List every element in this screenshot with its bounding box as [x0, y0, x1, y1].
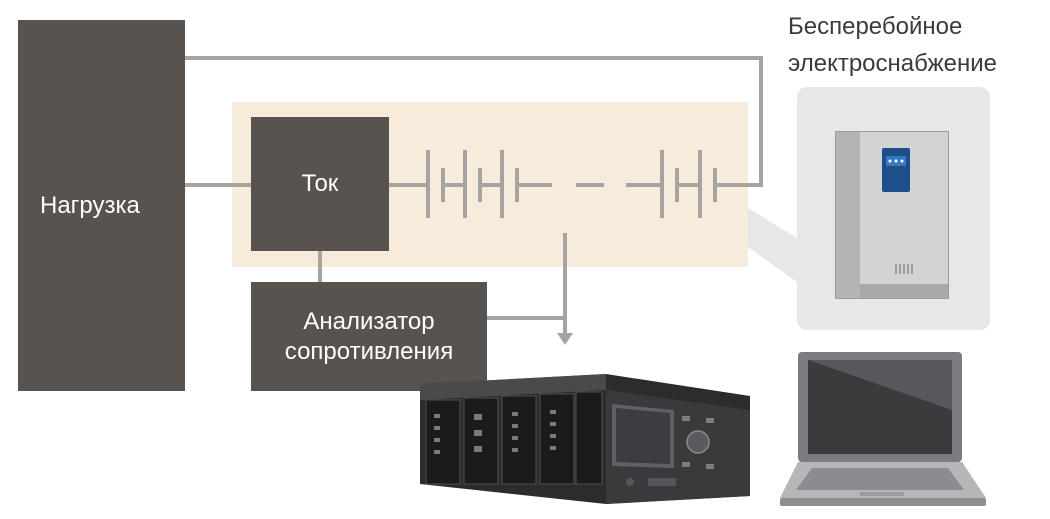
load-label: Нагрузка: [40, 191, 140, 219]
battery-string: [426, 150, 737, 218]
ups-cabinet-icon: [835, 131, 949, 299]
ups-label-line2: электроснабжение: [788, 50, 998, 78]
load-box: Нагрузка: [18, 20, 185, 391]
current-label: Ток: [301, 170, 339, 197]
ups-callout-pointer: [748, 208, 797, 282]
ups-feed-wire: [185, 56, 763, 187]
analyzer-label-line2: сопротивления: [284, 337, 454, 365]
data-logger-icon: [420, 374, 750, 504]
laptop-icon: [780, 352, 986, 506]
ups-label-line1: Бесперебойное: [788, 13, 963, 40]
ups-title: Бесперебойное электроснабжение: [788, 8, 997, 82]
analyzer-label-line1: Анализатор: [303, 307, 435, 335]
current-sensor-box: Ток: [251, 117, 389, 251]
resistance-analyzer-box: Анализатор сопротивления: [251, 282, 487, 391]
arrow-down-icon: [557, 333, 573, 345]
